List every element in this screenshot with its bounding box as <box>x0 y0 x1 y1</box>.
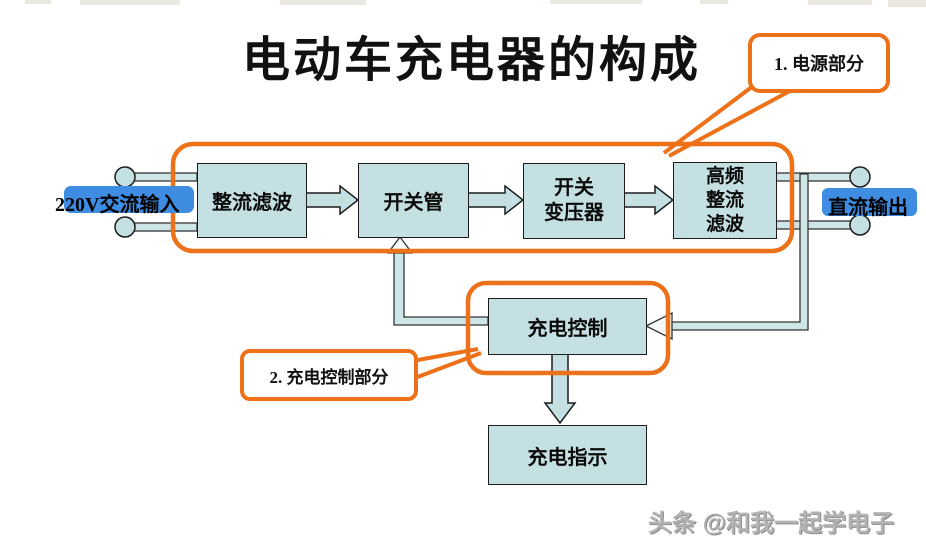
dc-terminal-top-icon <box>849 166 871 188</box>
control-callout-tail <box>406 351 482 383</box>
ac-input-line-bottom <box>132 222 198 232</box>
top-smudge <box>280 0 366 5</box>
block-charge-indicator: 充电指示 <box>488 425 647 485</box>
dc-output-label: 直流输出 <box>828 197 908 219</box>
dc-output-line-bottom <box>774 220 853 230</box>
top-smudge <box>25 0 51 4</box>
feedback-arrowhead-icon <box>644 311 673 341</box>
flow-arrow-1-icon <box>304 184 360 216</box>
dc-output-highlight <box>822 188 917 216</box>
ac-terminal-bottom-icon <box>114 216 136 238</box>
control-callout-tail <box>406 347 479 364</box>
flow-arrow-2-icon <box>466 184 525 216</box>
indicator-arrow-icon <box>543 352 577 425</box>
page-title: 电动车充电器的构成 <box>242 34 702 87</box>
ac-terminal-top-icon <box>114 166 136 188</box>
control-section-callout-label: 2. 充电控制部分 <box>269 367 389 387</box>
ac-input-label: 220V交流输入 <box>55 194 180 216</box>
top-smudge <box>80 0 180 5</box>
top-smudge <box>888 0 926 7</box>
power-callout-tail <box>668 83 802 158</box>
ac-input-highlight <box>64 186 194 213</box>
watermark-text: 头条 @和我一起学电子 <box>648 510 895 537</box>
power-callout-tail <box>662 81 759 155</box>
flow-arrow-3-icon <box>622 184 675 216</box>
power-section-callout-label: 1. 电源部分 <box>774 54 864 74</box>
dc-output-line-top <box>774 172 853 182</box>
block-hf-rectifier-filter: 高频 整流 滤波 <box>673 162 777 239</box>
block-switch-tube: 开关管 <box>358 163 469 238</box>
top-smudge <box>550 0 642 4</box>
block-rectifier-filter: 整流滤波 <box>197 163 307 238</box>
power-section-callout: 1. 电源部分 <box>748 33 890 93</box>
control-section-outline <box>465 280 671 376</box>
top-smudge <box>700 0 728 4</box>
control-section-callout: 2. 充电控制部分 <box>240 349 418 401</box>
block-charge-control: 充电控制 <box>488 298 647 355</box>
top-smudge <box>808 0 872 5</box>
block-switch-transformer: 开关 变压器 <box>523 163 625 239</box>
ac-input-line-top <box>132 172 198 182</box>
